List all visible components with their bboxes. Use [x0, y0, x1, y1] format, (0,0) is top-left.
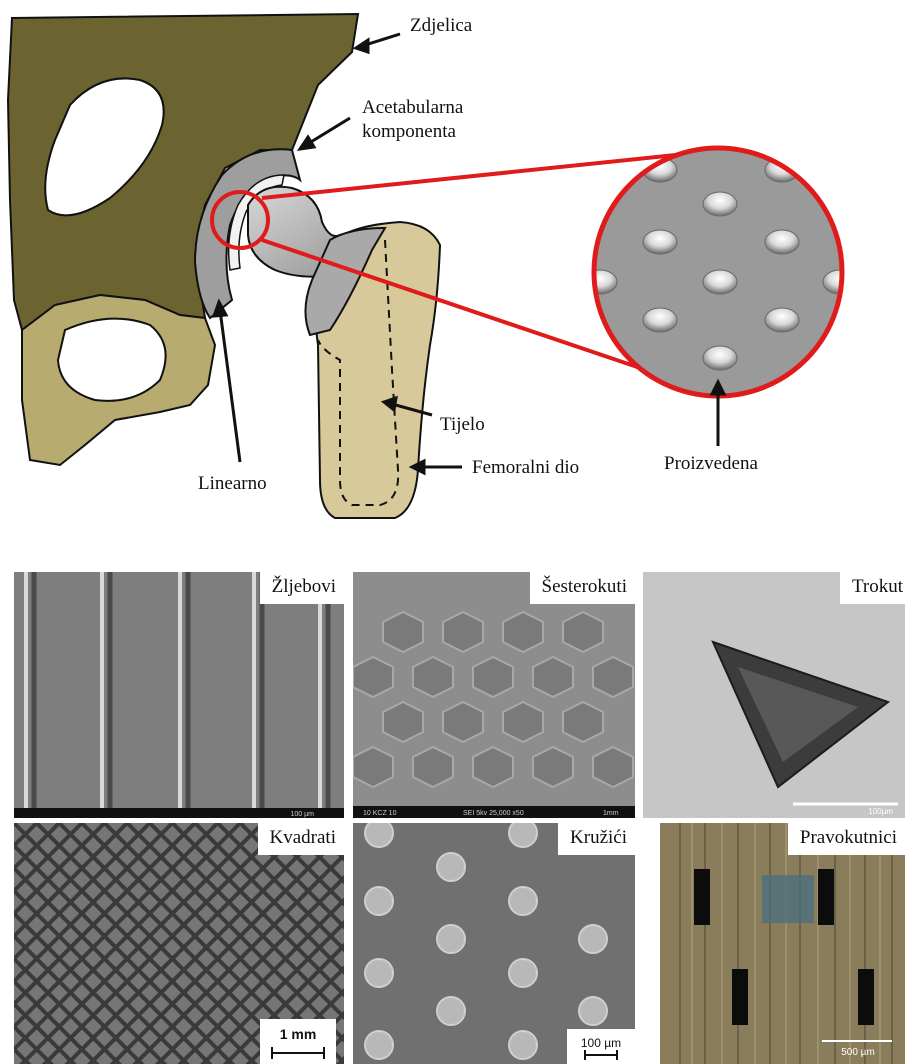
panel-title-zljebovi: Žljebovi [260, 572, 344, 604]
label-zdjelica: Zdjelica [410, 14, 472, 37]
label-komponenta: komponenta [362, 120, 456, 143]
hexagons-image: 10 KCZ 10 SEI 5kv 25,000 x50 1mm [353, 572, 635, 818]
panel-squares: 1 mm Kvadrati [14, 823, 344, 1064]
hex-footer-1: 10 KCZ 10 [363, 810, 397, 817]
panel-title-trokut: Trokut [840, 572, 905, 604]
panel-grooves: 100 µm Žljebovi [14, 572, 344, 818]
panel-hexagons: 10 KCZ 10 SEI 5kv 25,000 x50 1mm Šestero… [353, 572, 635, 818]
squares-scale-text: 1 mm [280, 1026, 317, 1042]
squares-image: 1 mm [14, 823, 344, 1064]
textured-surface-magnified [583, 145, 857, 406]
grooves-image: 100 µm [14, 572, 344, 818]
rectangles-image: 500 µm [660, 823, 905, 1064]
triangle-scale-text: 100µm [868, 807, 893, 816]
label-acetabularna: Acetabularna [362, 96, 463, 119]
label-linearno: Linearno [198, 472, 267, 495]
panel-circles: 100 µm Kružići [353, 823, 635, 1064]
panel-triangle: 100µm Trokut [643, 572, 905, 818]
panel-title-sesterokuti: Šesterokuti [530, 572, 636, 604]
rectangles-scale-text: 500 µm [841, 1047, 875, 1058]
label-proizvedena: Proizvedena [664, 452, 758, 475]
circles-scale-text: 100 µm [581, 1036, 621, 1050]
panel-rectangles: 500 µm Pravokutnici [660, 823, 905, 1064]
panel-title-pravokutnici: Pravokutnici [788, 823, 905, 855]
triangle-image: 100µm [643, 572, 905, 818]
hex-footer-2: SEI 5kv 25,000 x50 [463, 810, 524, 817]
grooves-scale-text: 100 µm [291, 811, 315, 818]
label-tijelo: Tijelo [440, 413, 485, 436]
pelvis-foramen [58, 319, 166, 401]
panel-title-kvadrati: Kvadrati [258, 823, 344, 855]
circles-image: 100 µm [353, 823, 635, 1064]
label-femoralni-dio: Femoralni dio [472, 456, 579, 479]
hip-implant-diagram [0, 0, 905, 545]
panel-title-kruzici: Kružići [558, 823, 635, 855]
hex-footer-3: 1mm [603, 810, 619, 817]
